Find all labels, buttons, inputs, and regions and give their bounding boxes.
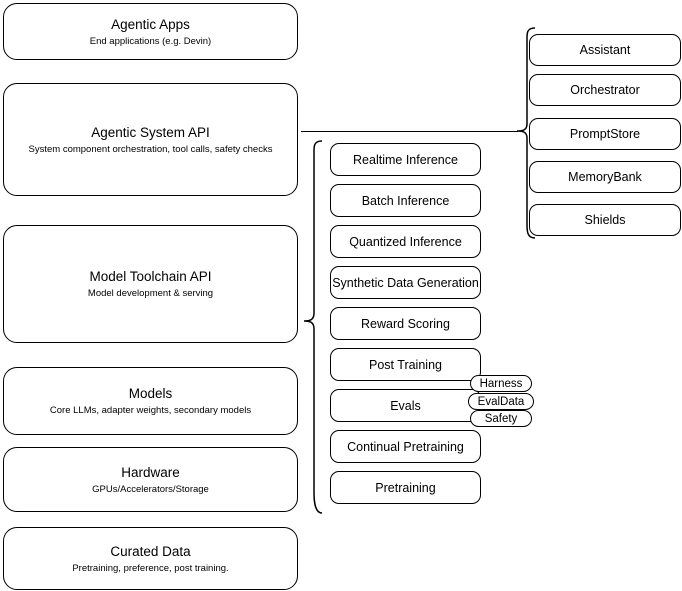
pill-safety[interactable]: Safety (470, 410, 532, 427)
pill-harness[interactable]: Harness (470, 375, 532, 392)
layer-subtitle: System component orchestration, tool cal… (28, 143, 273, 155)
layer-box-agentic-apps[interactable]: Agentic Apps End applications (e.g. Devi… (3, 3, 298, 60)
layer-title: Hardware (121, 464, 180, 480)
chip-label: Realtime Inference (353, 152, 458, 167)
chip-reward-scoring[interactable]: Reward Scoring (330, 307, 481, 340)
layer-subtitle: GPUs/Accelerators/Storage (92, 483, 209, 495)
chip-post-training[interactable]: Post Training (330, 348, 481, 381)
layer-box-models[interactable]: Models Core LLMs, adapter weights, secon… (3, 367, 298, 435)
chip-evals[interactable]: Evals (330, 389, 481, 422)
pill-label: Harness (479, 377, 523, 390)
layer-title: Models (128, 386, 173, 401)
chip-shields[interactable]: Shields (529, 204, 681, 236)
chip-label: Evals (390, 398, 421, 413)
chip-batch-inference[interactable]: Batch Inference (330, 184, 481, 217)
chip-label: PromptStore (569, 127, 641, 141)
layer-subtitle: Pretraining, preference, post training. (72, 562, 229, 574)
chip-assistant[interactable]: Assistant (529, 34, 681, 66)
chip-label: Shields (584, 213, 626, 227)
layer-title: Agentic System API (91, 124, 210, 140)
brace-model-toolchain (303, 140, 323, 514)
brace-agentic-components (516, 27, 536, 239)
chip-label: Pretraining (375, 480, 436, 495)
pill-label: Safety (484, 412, 518, 425)
layer-title: Agentic Apps (111, 16, 190, 32)
layer-box-agentic-system-api[interactable]: Agentic System API System component orch… (3, 83, 298, 196)
connector-agentic-system-to-components (301, 131, 518, 133)
chip-label: Quantized Inference (349, 234, 462, 249)
layer-box-model-toolchain-api[interactable]: Model Toolchain API Model development & … (3, 225, 298, 343)
chip-promptstore[interactable]: PromptStore (529, 118, 681, 150)
chip-label: Assistant (579, 43, 631, 57)
chip-label: Post Training (369, 357, 442, 372)
chip-label: Continual Pretraining (347, 439, 464, 454)
chip-label: Batch Inference (361, 193, 450, 208)
chip-synthetic-data-generation[interactable]: Synthetic Data Generation (330, 266, 481, 299)
chip-orchestrator[interactable]: Orchestrator (529, 74, 681, 106)
layer-box-hardware[interactable]: Hardware GPUs/Accelerators/Storage (3, 447, 298, 512)
chip-label: Orchestrator (570, 83, 640, 97)
layer-title: Curated Data (110, 543, 191, 559)
chip-continual-pretraining[interactable]: Continual Pretraining (330, 430, 481, 463)
chip-memorybank[interactable]: MemoryBank (529, 161, 681, 193)
layer-subtitle: Core LLMs, adapter weights, secondary mo… (49, 405, 252, 416)
pill-label: EvalData (477, 395, 525, 408)
pill-evaldata[interactable]: EvalData (468, 393, 534, 410)
layer-title: Model Toolchain API (89, 269, 212, 284)
chip-label: Synthetic Data Generation (332, 275, 479, 290)
chip-quantized-inference[interactable]: Quantized Inference (330, 225, 481, 258)
chip-label: MemoryBank (568, 170, 642, 184)
chip-label: Reward Scoring (361, 316, 450, 331)
layer-box-curated-data[interactable]: Curated Data Pretraining, preference, po… (3, 527, 298, 590)
layer-subtitle: Model development & serving (87, 288, 214, 299)
chip-pretraining[interactable]: Pretraining (330, 471, 481, 504)
chip-realtime-inference[interactable]: Realtime Inference (330, 143, 481, 176)
layer-subtitle: End applications (e.g. Devin) (89, 35, 212, 47)
